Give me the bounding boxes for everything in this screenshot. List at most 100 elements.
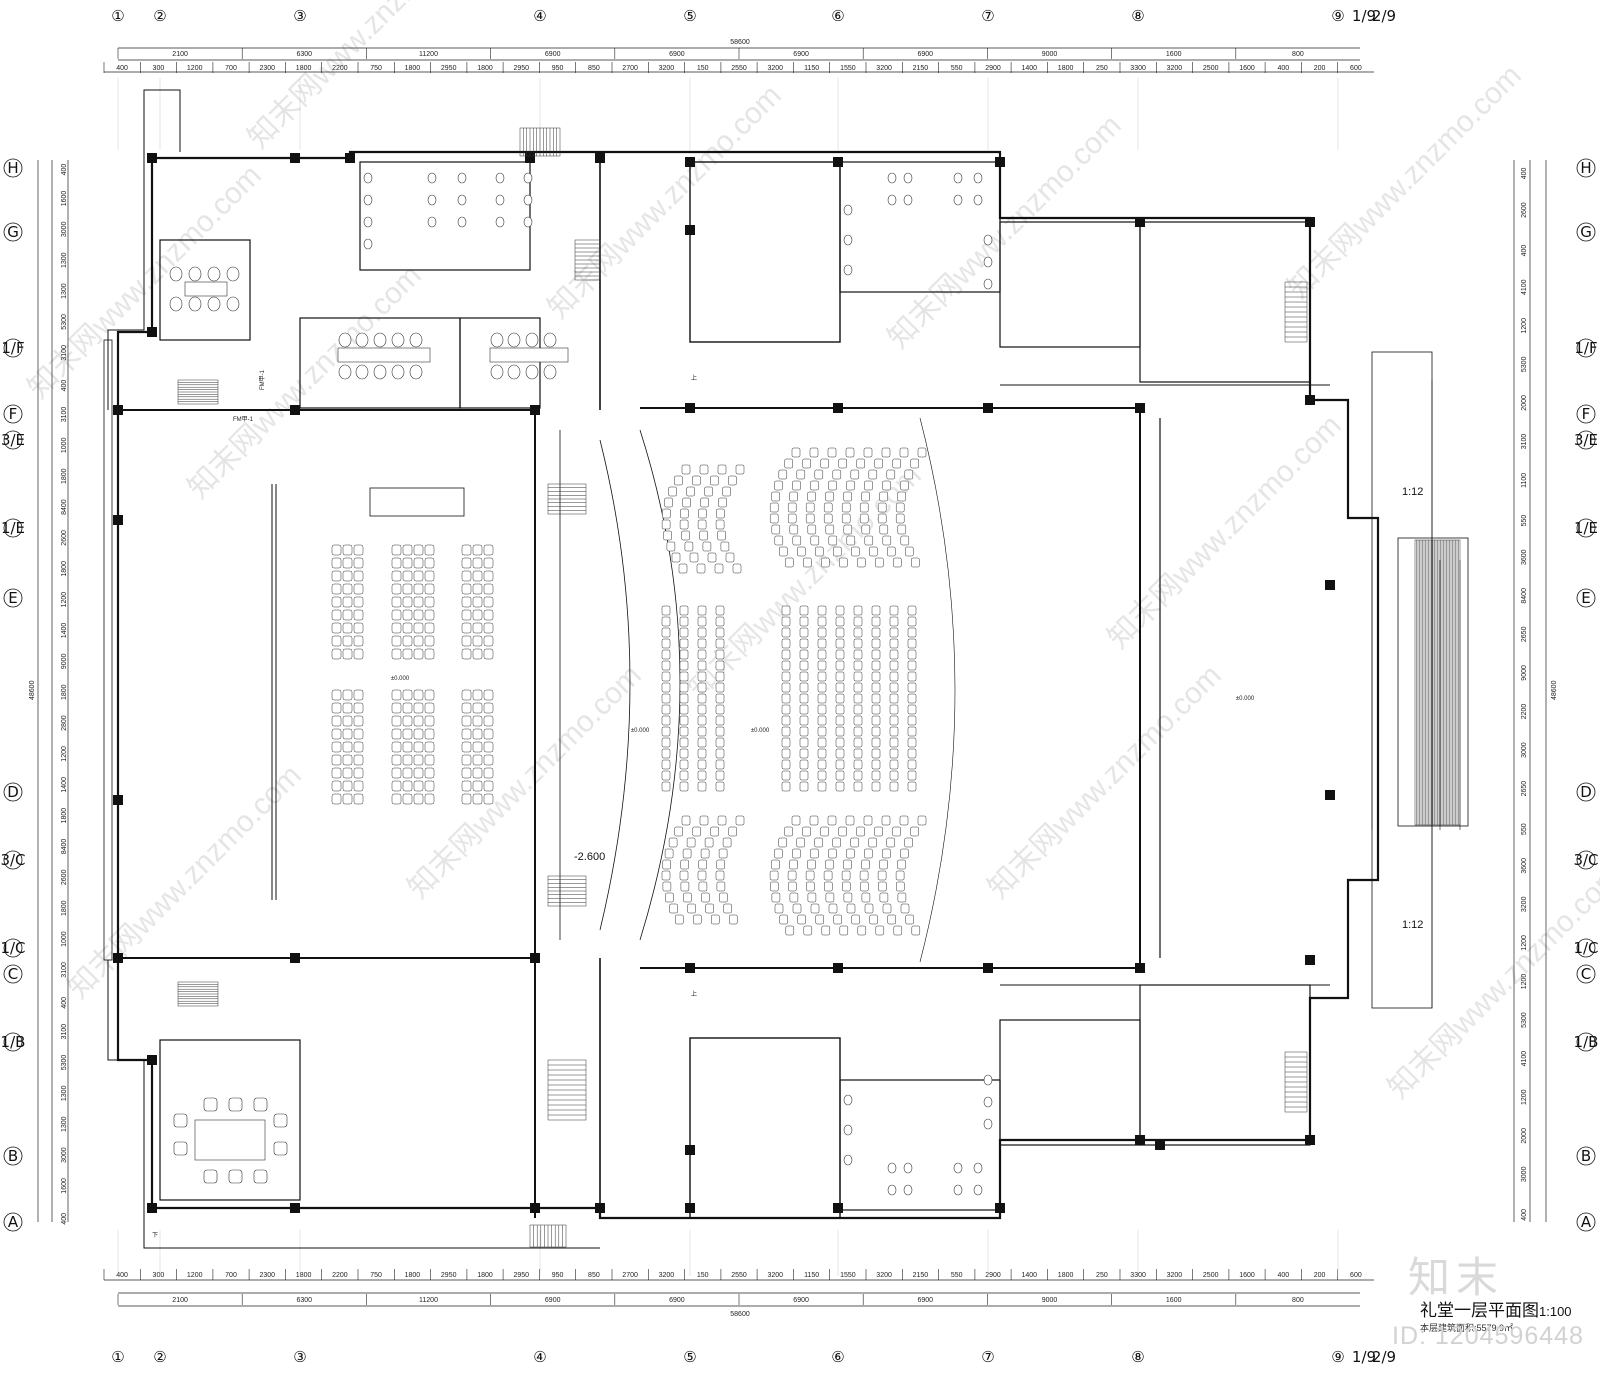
axis-label: ⑨	[1331, 7, 1344, 25]
watermarks: 知末网www.znzmo.com知末网www.znzmo.com知末网www.z…	[22, 0, 1600, 1105]
dim-value: 3200	[1521, 896, 1528, 912]
dim-value: 600	[1350, 1272, 1362, 1279]
dim-left-total: 48600	[29, 680, 36, 700]
axis-label: 1/E	[1574, 519, 1598, 537]
axis-label: 1/E	[1, 519, 25, 537]
dim-value: 4100	[1521, 1051, 1528, 1067]
dim-value: 1600	[1239, 65, 1255, 72]
dim-value: 2900	[985, 65, 1001, 72]
dim-value: 11200	[419, 1297, 438, 1304]
dim-value: 300	[153, 65, 165, 72]
drawing-scale: 1:100	[1539, 1304, 1572, 1319]
dim-value: 1400	[61, 777, 68, 793]
level-mark-hall: ±0.000	[391, 676, 410, 682]
axis-label: 3/E	[1574, 431, 1598, 449]
axis-label: 3/C	[0, 851, 25, 869]
dim-value: 1800	[405, 1272, 421, 1279]
dim-value: 3000	[1521, 1166, 1528, 1182]
axis-label: ③	[293, 1348, 306, 1366]
dim-value: 11200	[419, 51, 438, 58]
axis-label: E	[1581, 589, 1590, 607]
dim-value: 750	[370, 65, 382, 72]
dim-value: 8400	[1521, 588, 1528, 604]
dim-right-total: 48600	[1551, 680, 1558, 700]
dim-value: 1150	[804, 65, 819, 72]
dim-value: 3100	[61, 407, 68, 423]
dim-value: 250	[1096, 1272, 1108, 1279]
dim-top-total: 58600	[730, 39, 750, 46]
axis-label: 3/C	[1573, 851, 1598, 869]
axis-label: 1/B	[1, 1033, 26, 1051]
dim-value: 850	[588, 1272, 600, 1279]
axis-label: 2/9	[1372, 1348, 1396, 1366]
dim-value: 3100	[61, 1024, 68, 1040]
toilet-fixtures	[363, 172, 993, 1196]
dim-value: 9000	[1521, 665, 1528, 681]
dim-value: 150	[697, 65, 709, 72]
axis-label: 1/B	[1574, 1033, 1599, 1051]
watermark-text: 知末网www.znzmo.com	[1382, 859, 1600, 1105]
dim-value: 6900	[793, 1297, 809, 1304]
ramp-slope-bottom: 1:12	[1402, 919, 1423, 931]
dim-value: 1200	[187, 65, 203, 72]
dim-value: 6900	[545, 51, 561, 58]
dim-value: 1800	[61, 900, 68, 916]
dim-value: 1800	[61, 561, 68, 577]
dim-value: 5300	[61, 1055, 68, 1071]
dim-value: 2700	[622, 65, 638, 72]
dim-value: 550	[1521, 515, 1528, 527]
dim-value: 3000	[61, 221, 68, 237]
dim-value: 2950	[441, 1272, 457, 1279]
dim-value: 150	[697, 1272, 709, 1279]
dim-value: 1800	[61, 808, 68, 824]
dim-value: 400	[1521, 168, 1528, 180]
drawing-title: 礼堂一层平面图	[1420, 1301, 1539, 1321]
dim-value: 9000	[1042, 1297, 1058, 1304]
dim-value: 550	[951, 65, 963, 72]
dim-value: 3100	[1521, 434, 1528, 450]
dim-value: 250	[1096, 65, 1108, 72]
dim-value: 400	[61, 1213, 68, 1225]
dim-bottom-total: 58600	[730, 1311, 750, 1318]
dim-value: 200	[1314, 65, 1326, 72]
dim-value: 1150	[804, 1272, 819, 1279]
axis-label: ⑦	[981, 7, 994, 25]
dim-value: 3200	[768, 1272, 784, 1279]
image-id-label: ID: 1204596448	[1392, 1322, 1584, 1350]
level-mark-stage: ±0.000	[631, 728, 650, 734]
dim-value: 1800	[296, 65, 312, 72]
dim-value: 5300	[1521, 356, 1528, 372]
axis-label: 1/9	[1352, 1348, 1376, 1366]
dim-value: 1000	[61, 437, 68, 453]
dim-value: 1200	[61, 592, 68, 608]
dim-value: 1600	[1239, 1272, 1255, 1279]
axis-label: ⑤	[683, 7, 696, 25]
dim-value: 1800	[296, 1272, 312, 1279]
watermark-text: 知末网www.znzmo.com	[62, 759, 308, 1005]
dim-value: 600	[1350, 65, 1362, 72]
dim-value: 1550	[840, 1272, 856, 1279]
dim-value: 2000	[1521, 395, 1528, 411]
axis-label: B	[1581, 1147, 1591, 1165]
dim-value: 2150	[913, 1272, 929, 1279]
dim-value: 1800	[477, 65, 493, 72]
dim-value: 1800	[1058, 65, 1074, 72]
dim-value: 1600	[1166, 1297, 1182, 1304]
axis-label: C	[8, 965, 18, 983]
dim-value: 3200	[659, 1272, 675, 1279]
dim-value: 1000	[61, 931, 68, 947]
dim-value: 6900	[669, 51, 685, 58]
axis-label: A	[1581, 1213, 1592, 1231]
dim-value: 400	[1277, 1272, 1289, 1279]
dim-value: 2200	[1521, 704, 1528, 720]
dim-value: 1200	[1521, 935, 1528, 951]
stairs-up-label-top: 上	[691, 374, 697, 382]
dim-value: 2800	[61, 715, 68, 731]
dim-value: 1200	[1521, 318, 1528, 334]
dim-value: 2100	[172, 51, 188, 58]
axis-label: ②	[153, 7, 166, 25]
axis-label: ⑤	[683, 1348, 696, 1366]
